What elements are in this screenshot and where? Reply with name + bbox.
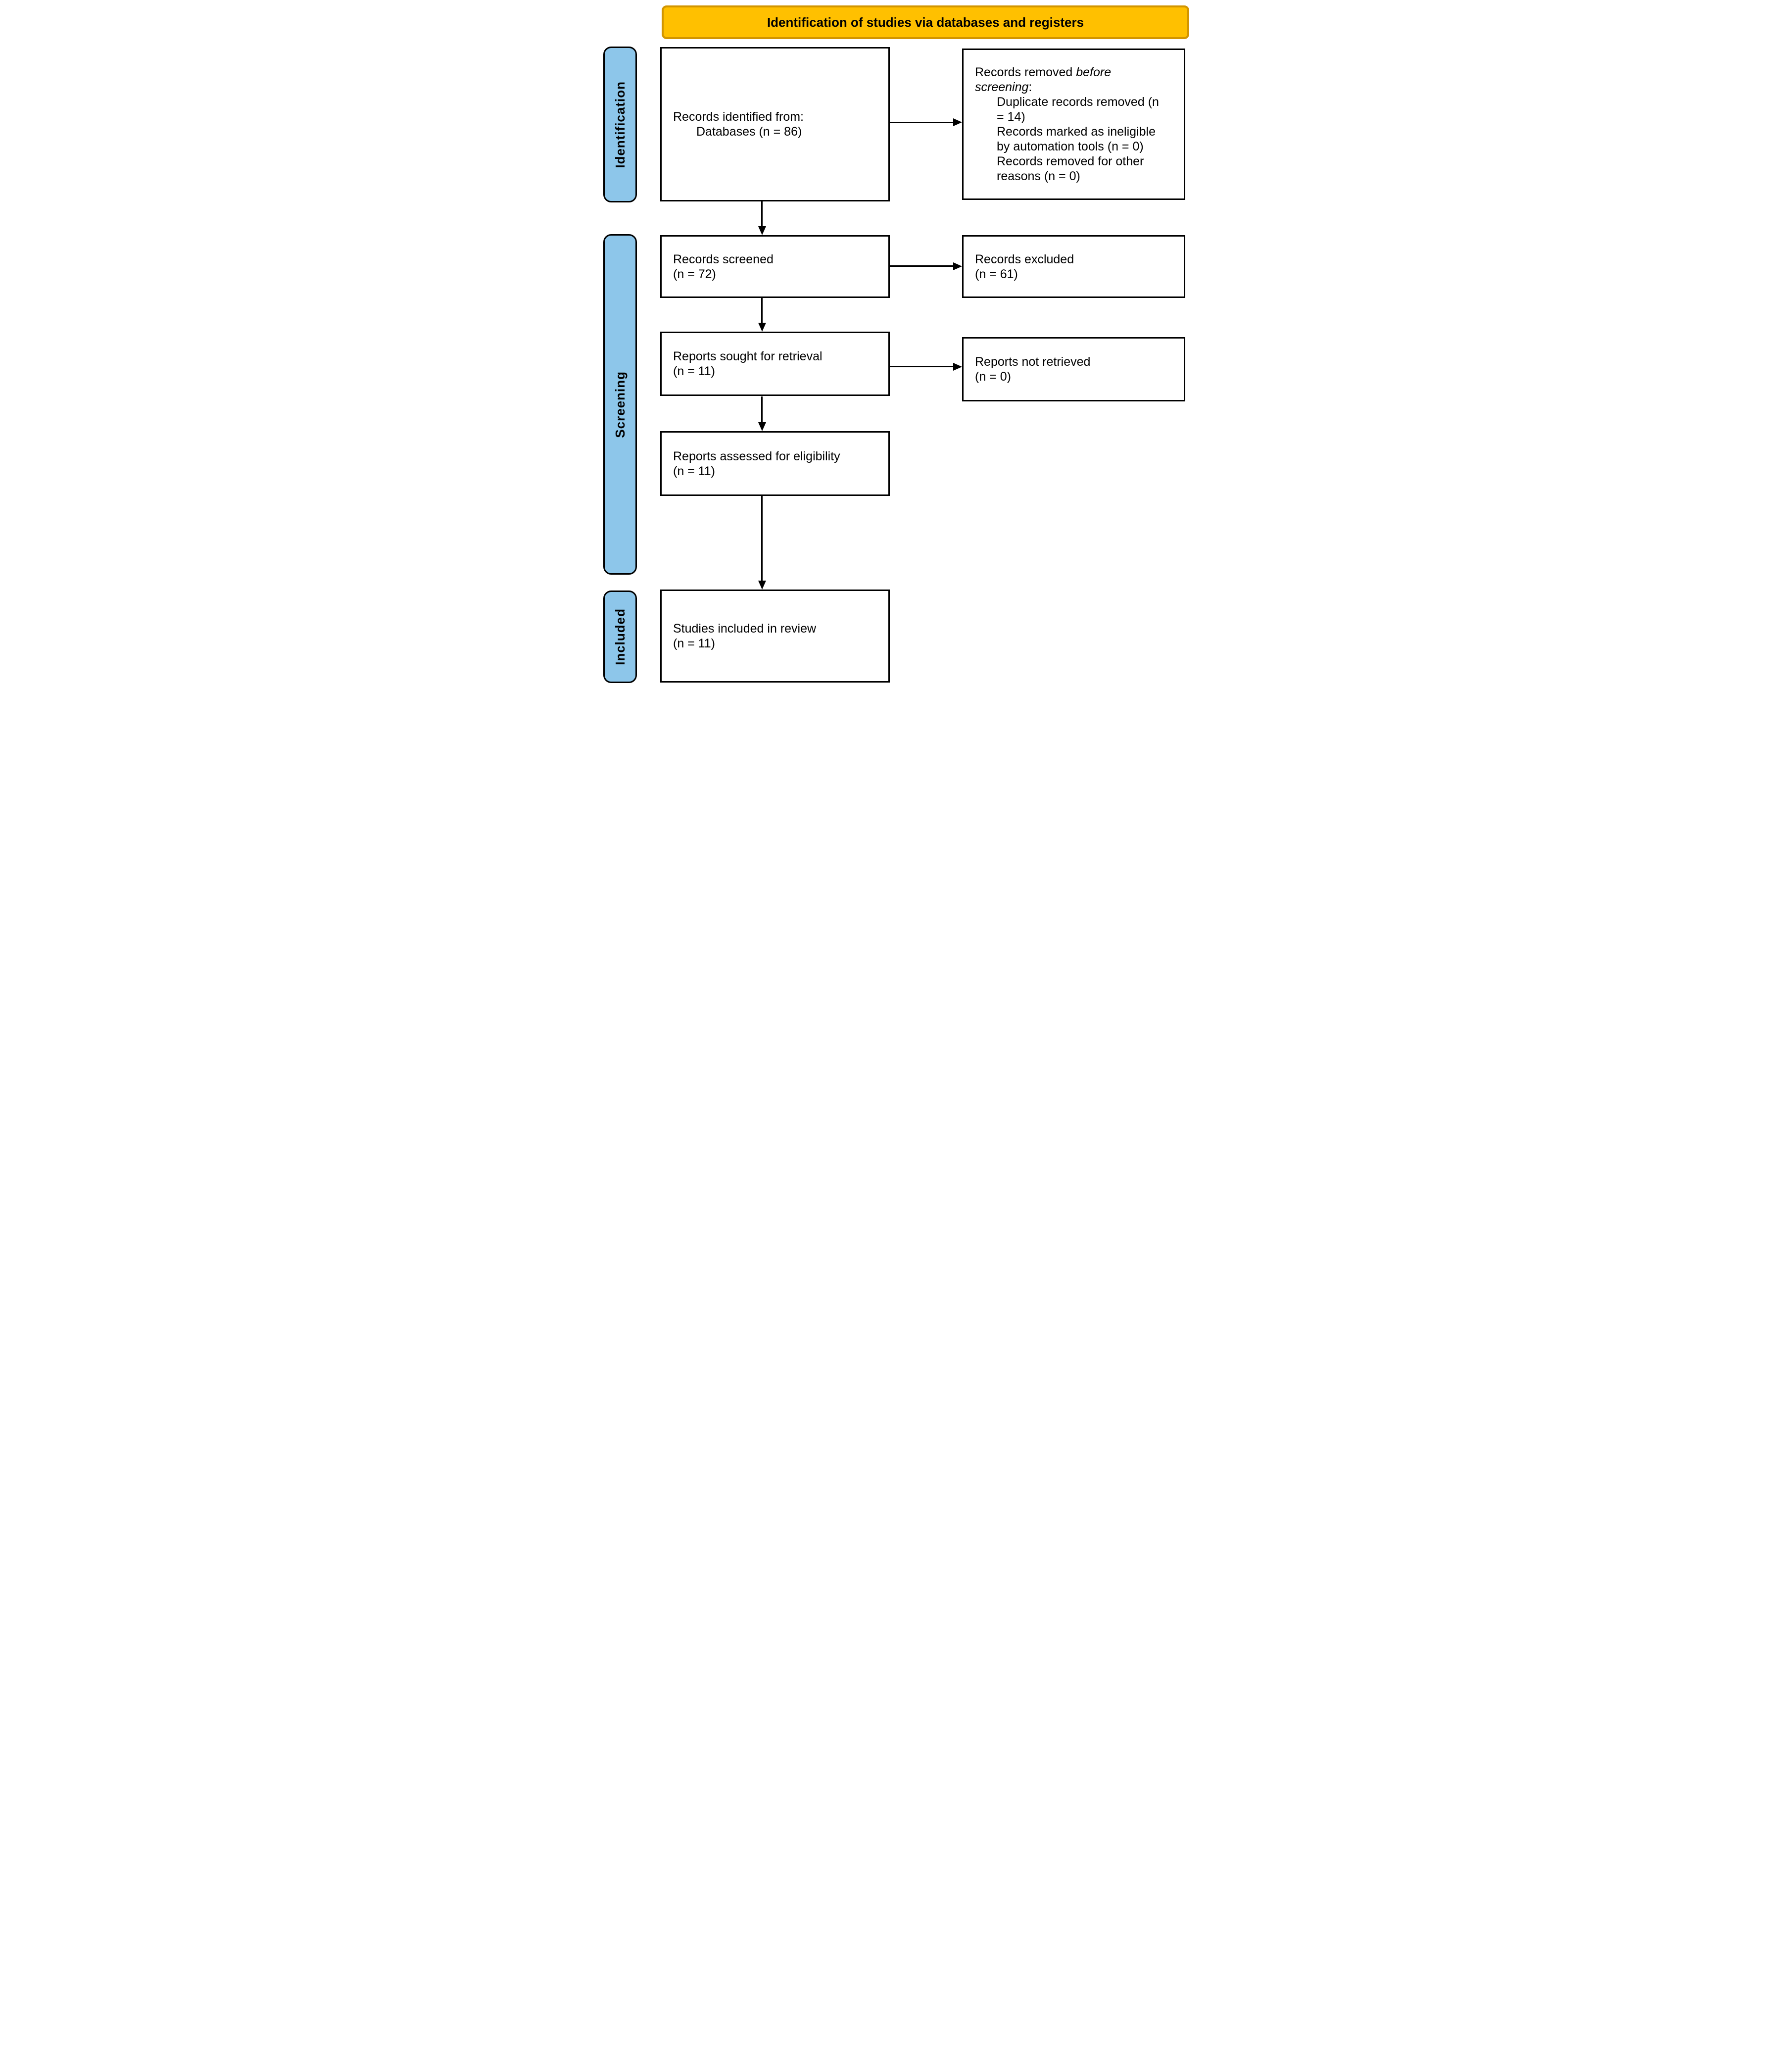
box-text-line: Records identified from: (673, 110, 804, 124)
box-text-line: Records excluded (975, 252, 1074, 266)
box-text-line: (n = 11) (673, 364, 715, 378)
stage-label-text: Included (612, 608, 628, 665)
stage-label-text: Identification (612, 81, 628, 168)
header-title: Identification of studies via databases … (767, 14, 1084, 30)
box-reports-not-retrieved: Reports not retrieved (n = 0) (962, 337, 1185, 401)
removed-list-item: Records removed for other reasons (n = 0… (997, 154, 1144, 183)
box-text-line: Databases (n = 86) (696, 125, 802, 139)
box-text-line: Reports sought for retrieval (673, 349, 823, 363)
box-studies-included: Studies included in review (n = 11) (660, 590, 890, 683)
box-reports-sought: Reports sought for retrieval (n = 11) (660, 332, 890, 396)
box-records-removed: Records removed before screening: Duplic… (962, 49, 1185, 200)
removed-list-item: Records marked as ineligible by automati… (997, 125, 1156, 153)
arrow-line (890, 366, 953, 367)
arrow-head (953, 118, 962, 126)
removed-list-item: Duplicate records removed (n = 14) (997, 95, 1159, 124)
box-text-line: Records screened (673, 252, 774, 266)
stage-label-included: Included (603, 591, 637, 683)
stage-label-text: Screening (612, 371, 628, 438)
header-banner: Identification of studies via databases … (662, 5, 1189, 39)
box-text-line: Reports assessed for eligibility (673, 449, 840, 463)
arrow-line (761, 298, 763, 323)
arrow-head (758, 581, 766, 590)
removed-lead-italic: before screening (975, 65, 1112, 94)
arrow-line (761, 201, 763, 226)
box-text-line: (n = 61) (975, 267, 1018, 281)
box-records-screened: Records screened (n = 72) (660, 235, 890, 298)
removed-lead-text: Records removed (975, 65, 1076, 79)
box-text-line: (n = 11) (673, 637, 715, 650)
box-text-line: Reports not retrieved (975, 355, 1091, 369)
arrow-head (758, 422, 766, 431)
arrow-line (890, 122, 953, 123)
arrow-head (953, 262, 962, 270)
arrow-line (761, 496, 763, 581)
removed-lead-colon: : (1028, 80, 1032, 94)
box-text-line: (n = 72) (673, 267, 716, 281)
box-records-identified: Records identified from: Databases (n = … (660, 47, 890, 201)
box-text-line: Records removed before screening: (975, 65, 1169, 95)
prisma-flow-diagram: Identification of studies via databases … (597, 0, 1195, 689)
box-reports-assessed: Reports assessed for eligibility (n = 11… (660, 431, 890, 496)
box-records-excluded: Records excluded (n = 61) (962, 235, 1185, 298)
box-text-line: (n = 0) (975, 370, 1011, 384)
arrow-line (890, 265, 953, 267)
box-text-line: (n = 11) (673, 464, 715, 478)
arrow-head (953, 363, 962, 371)
arrow-head (758, 323, 766, 332)
stage-label-screening: Screening (603, 234, 637, 575)
box-text-line: Studies included in review (673, 622, 817, 636)
arrow-line (761, 396, 763, 422)
arrow-head (758, 226, 766, 235)
stage-label-identification: Identification (603, 47, 637, 202)
